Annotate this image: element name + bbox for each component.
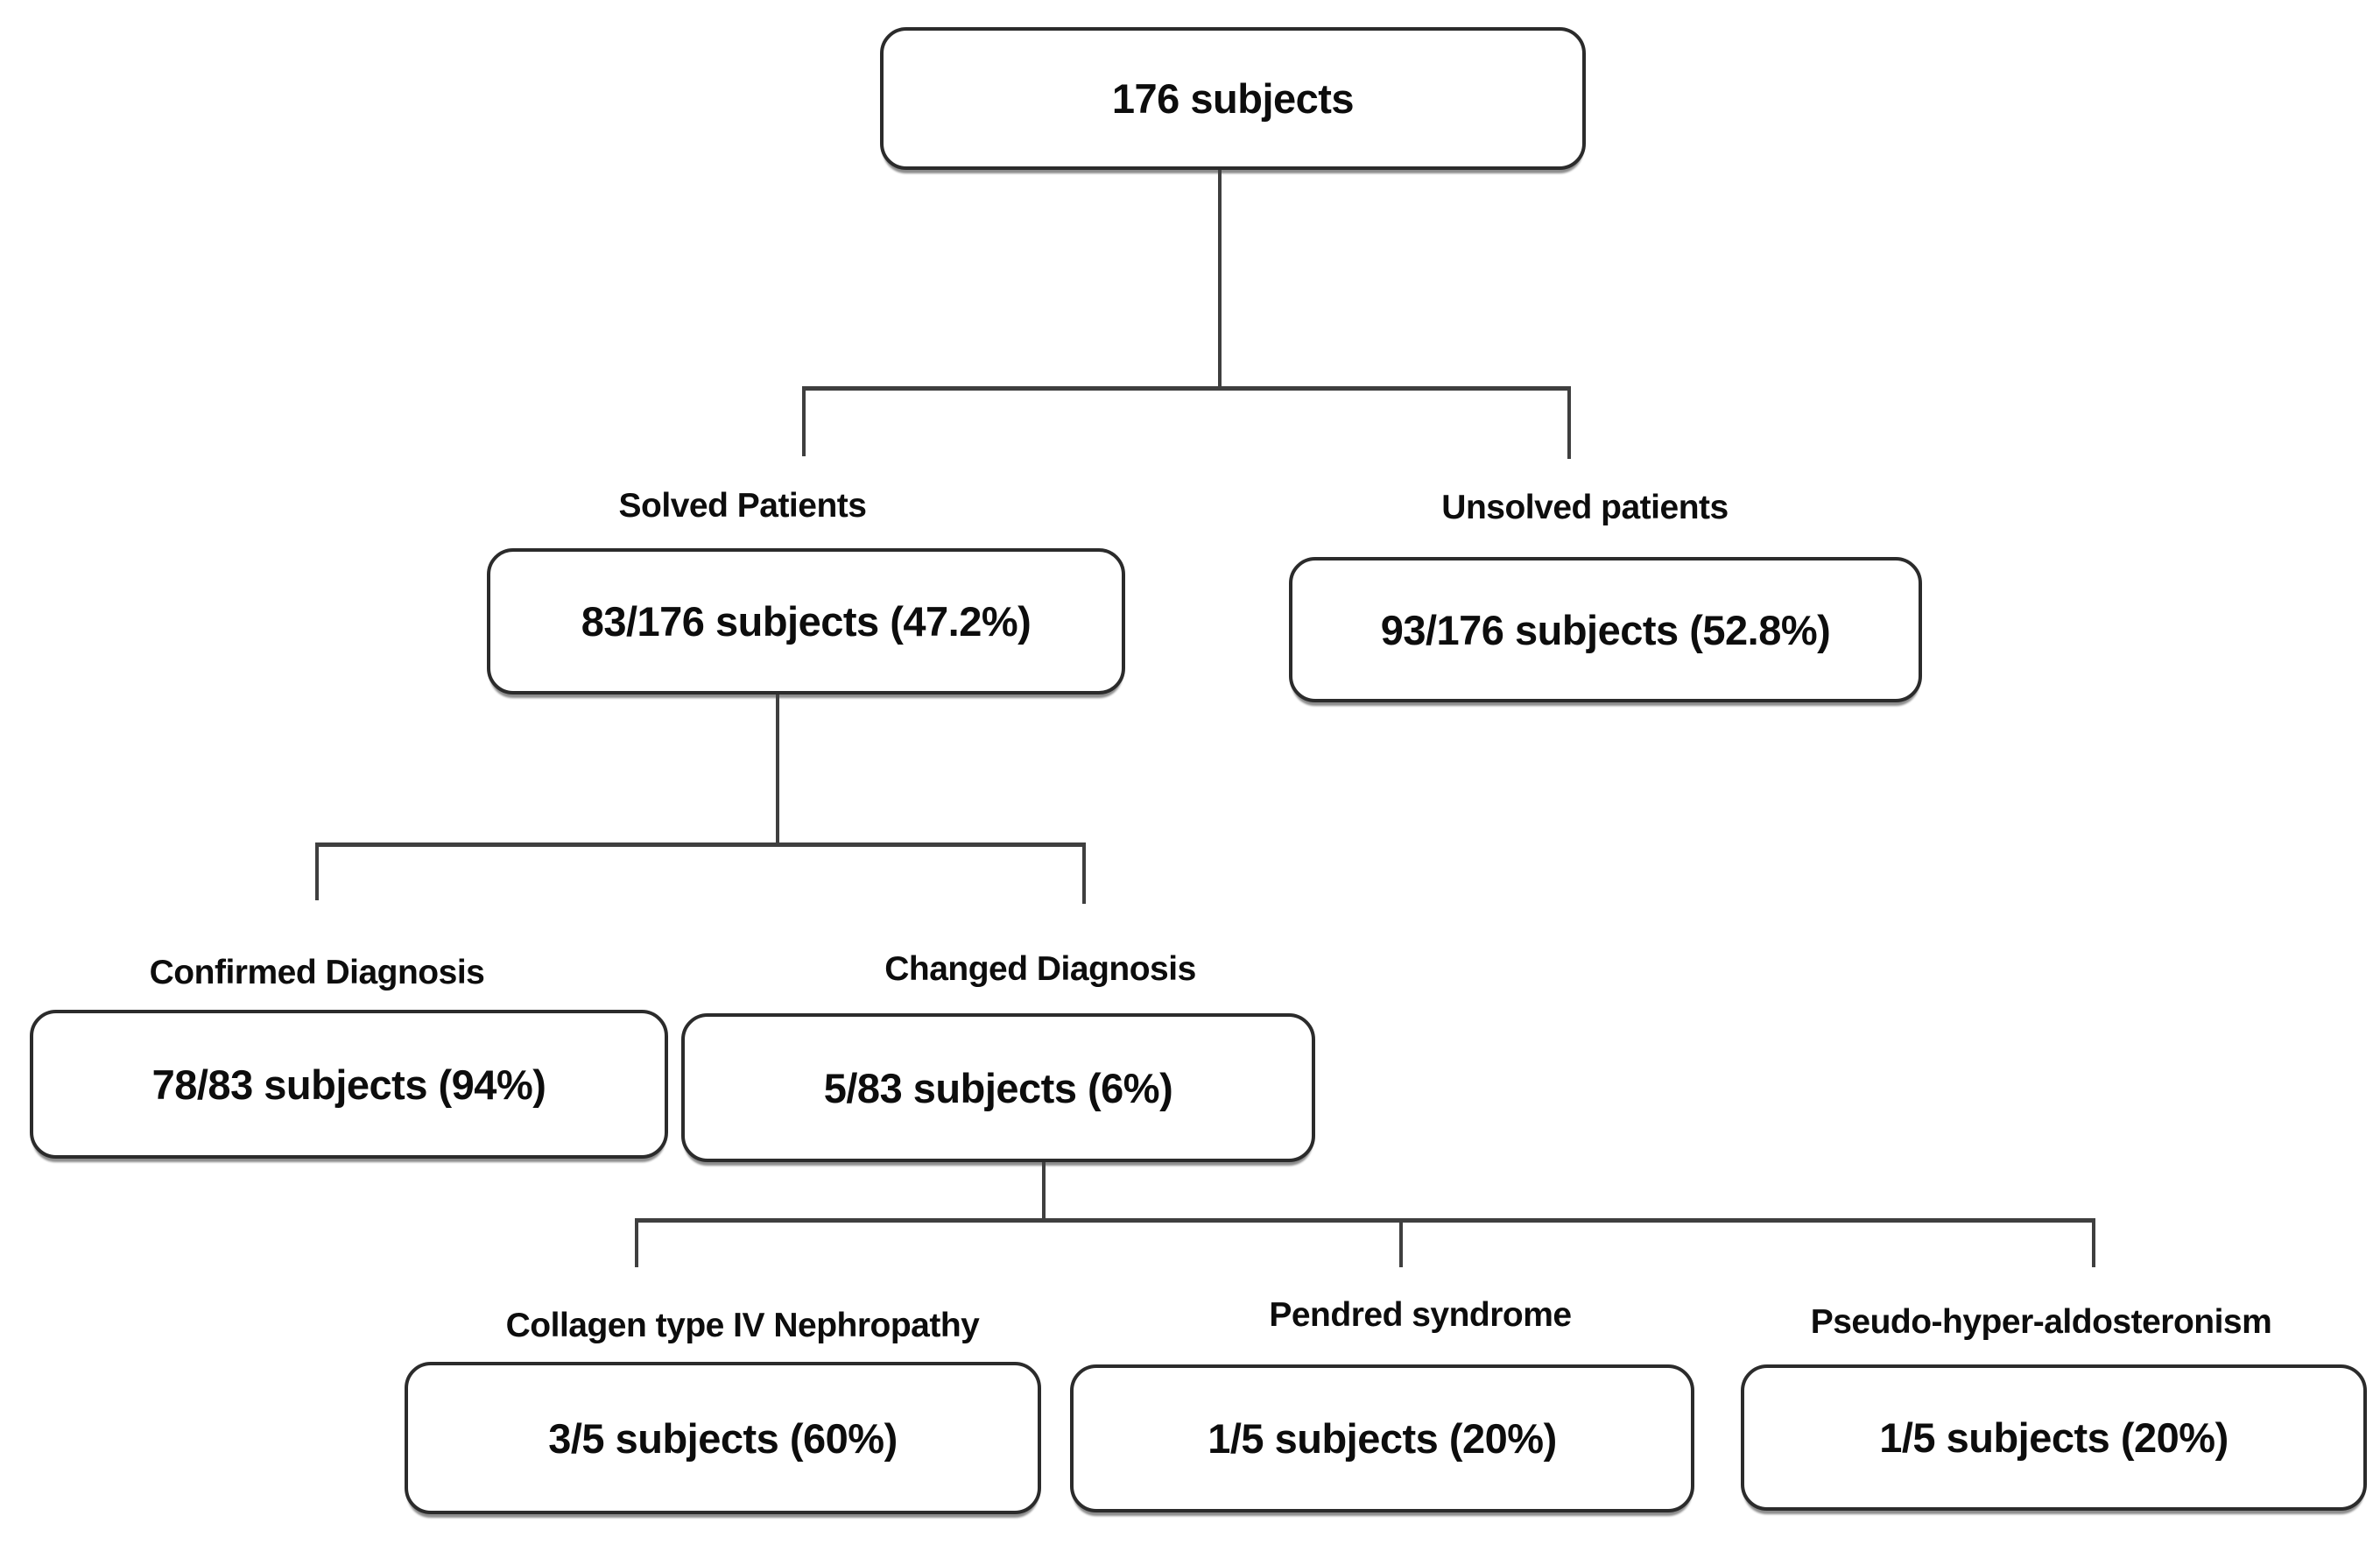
connector-changed-stem [1042, 1162, 1046, 1218]
node-changed-box: 5/83 subjects (6%) [681, 1013, 1315, 1162]
node-confirmed-box: 78/83 subjects (94%) [30, 1010, 668, 1159]
node-pseudo-text: 1/5 subjects (20%) [1879, 1414, 2229, 1461]
connector-solved-crossbar [315, 842, 1086, 847]
node-collagen-text: 3/5 subjects (60%) [548, 1414, 898, 1462]
node-confirmed-label: Confirmed Diagnosis [149, 954, 485, 991]
node-changed-label: Changed Diagnosis [884, 950, 1196, 988]
node-changed-text: 5/83 subjects (6%) [823, 1064, 1173, 1111]
connector-changed-crossbar [635, 1218, 2095, 1223]
node-unsolved-text: 93/176 subjects (52.8%) [1380, 606, 1831, 653]
node-collagen-label: Collagen type IV Nephropathy [505, 1307, 980, 1344]
connector-solved-left-drop [315, 842, 319, 900]
node-pseudo-label: Pseudo-hyper-aldosteronism [1810, 1303, 2272, 1341]
connector-solved-stem [776, 694, 779, 842]
node-pendred-label: Pendred syndrome [1269, 1296, 1572, 1334]
node-total-box: 176 subjects [880, 27, 1586, 170]
node-collagen-box: 3/5 subjects (60%) [405, 1362, 1041, 1514]
node-unsolved-label: Unsolved patients [1441, 489, 1729, 526]
connector-root-crossbar [802, 386, 1571, 391]
node-pendred-box: 1/5 subjects (20%) [1070, 1364, 1694, 1512]
connector-root-right-drop [1567, 386, 1571, 459]
connector-root-left-drop [802, 386, 806, 456]
node-pendred-text: 1/5 subjects (20%) [1208, 1415, 1557, 1462]
connector-changed-middle-drop [1399, 1218, 1403, 1267]
connector-root-stem [1218, 170, 1222, 386]
node-solved-box: 83/176 subjects (47.2%) [487, 548, 1125, 694]
node-pseudo-box: 1/5 subjects (20%) [1741, 1364, 2367, 1511]
connector-solved-right-drop [1082, 842, 1086, 904]
node-solved-text: 83/176 subjects (47.2%) [581, 598, 1032, 645]
node-unsolved-box: 93/176 subjects (52.8%) [1289, 557, 1922, 702]
node-confirmed-text: 78/83 subjects (94%) [151, 1061, 546, 1108]
node-solved-label: Solved Patients [618, 487, 867, 525]
node-total-text: 176 subjects [1111, 75, 1355, 122]
connector-changed-right-drop [2092, 1218, 2095, 1267]
connector-changed-left-drop [635, 1218, 638, 1267]
